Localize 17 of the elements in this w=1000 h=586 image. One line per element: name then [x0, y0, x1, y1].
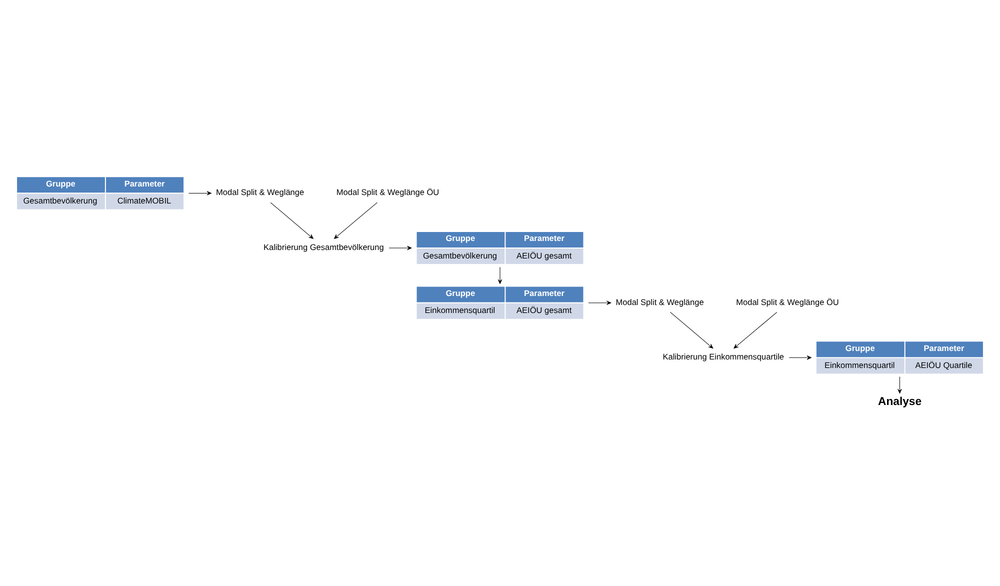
arrow: [270, 202, 314, 239]
arrow: [734, 312, 778, 348]
node-text: Modal Split & Weglänge ÖU: [736, 298, 839, 307]
arrow: [388, 246, 412, 250]
arrow: [588, 300, 612, 305]
arrow: [498, 266, 502, 284]
node-text: Analyse: [878, 396, 922, 408]
arrow: [898, 376, 902, 394]
node-text: Modal Split & Weglänge: [216, 188, 304, 198]
arrow: [334, 202, 378, 239]
arrow: [788, 356, 812, 360]
arrow: [188, 191, 212, 196]
node-text: Modal Split & Weglänge ÖU: [336, 188, 440, 198]
arrow: [670, 312, 714, 348]
node-text: Kalibrierung Einkommensquartile: [662, 352, 784, 362]
node-text: Kalibrierung Gesamtbevölkerung: [263, 242, 384, 252]
node-text: Modal Split & Weglänge: [616, 298, 704, 307]
